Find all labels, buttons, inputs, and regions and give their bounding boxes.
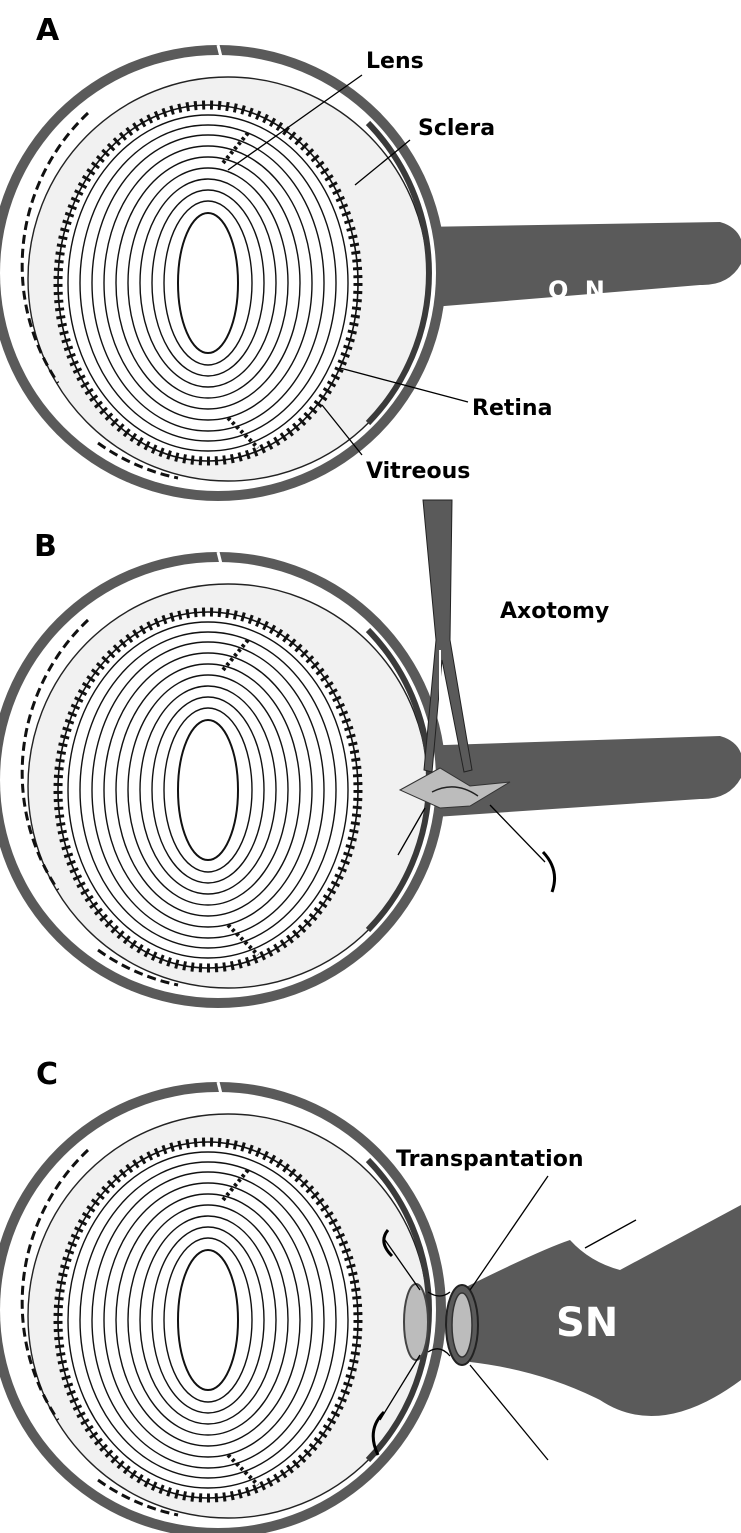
eye-a bbox=[0, 45, 446, 501]
needle-icon-b bbox=[543, 852, 555, 892]
panel-b: B Axotomy bbox=[0, 500, 741, 1008]
guide-line-3 bbox=[470, 1365, 548, 1460]
guide-line-2 bbox=[585, 1220, 636, 1248]
panel-a-letter: A bbox=[36, 13, 60, 48]
sciatic-nerve-label: SN bbox=[556, 1300, 618, 1346]
panel-b-letter: B bbox=[34, 529, 57, 564]
optic-stump-end bbox=[404, 1284, 428, 1360]
eye-c bbox=[0, 1082, 446, 1533]
vitreous-label: Vitreous bbox=[366, 459, 470, 484]
panel-c-letter: C bbox=[36, 1057, 58, 1092]
forceps-icon bbox=[423, 500, 472, 772]
retina-label: Retina bbox=[472, 396, 552, 421]
eye-b bbox=[0, 552, 446, 1008]
transplantation-label: Transpantation bbox=[396, 1147, 584, 1172]
graft-end-inner bbox=[452, 1293, 472, 1357]
panel-a: A Lens Sclera O N Retina Vitreous bbox=[0, 13, 741, 501]
sclera-label: Sclera bbox=[418, 116, 495, 141]
axotomy-label: Axotomy bbox=[500, 599, 609, 624]
suture-right-b bbox=[490, 805, 545, 862]
optic-nerve-label: O N bbox=[548, 276, 609, 304]
panel-c: C Transpantation SN bbox=[0, 1057, 741, 1533]
lens-label: Lens bbox=[366, 49, 424, 74]
